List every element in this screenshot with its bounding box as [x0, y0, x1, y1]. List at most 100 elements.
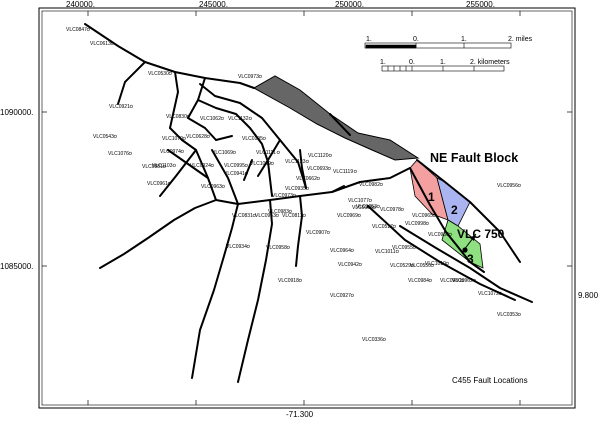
well-label-vlc0965: VLC0965 [412, 213, 433, 219]
well-label-vlc0958: VLC0958 [266, 245, 287, 251]
axis-left-label: 1090000. [0, 108, 33, 117]
well-label-vlc0529: VLC0529 [390, 263, 411, 269]
well-dot [167, 181, 171, 185]
well-label-vlc0517: VLC0517 [372, 224, 393, 230]
well-label-vlc0998: VLC0998 [405, 221, 426, 227]
map-caption: C455 Fault Locations [452, 376, 528, 385]
well-dot [258, 74, 262, 78]
well-label-vlc1123: VLC1123 [285, 159, 306, 165]
axis-bottom-label: -71.300 [286, 410, 314, 419]
well-label-vlc0927: VLC0927 [330, 293, 351, 299]
well-label-vlc0960: VLC0960 [428, 232, 449, 238]
well-dot [275, 213, 279, 217]
well-dot [400, 207, 404, 211]
well-dot [162, 164, 166, 168]
well-dot [246, 244, 250, 248]
well-label-vlc0847: VLC0847 [66, 27, 87, 33]
well-label-vlc0978: VLC0978 [380, 207, 401, 213]
well-label-vlc1132: VLC1132 [228, 116, 249, 122]
block-title: NE Fault Block [430, 151, 518, 165]
well-dot [392, 224, 396, 228]
scale-bar: 1. 0. 1. 2. miles 1. 0. 1. 2. kilometers [364, 36, 533, 72]
well-dot [353, 169, 357, 173]
well-label-vlc1072: VLC1072 [478, 291, 499, 297]
well-dot [410, 263, 414, 267]
scale-km-tick: 1. [440, 59, 446, 66]
well-label-vlc0543: VLC0543 [93, 134, 114, 140]
well-label-vlc0969: VLC0969 [337, 213, 358, 219]
well-label-vlc0963: VLC0963 [255, 213, 276, 219]
well-dot [292, 193, 296, 197]
well-label-vlc0812: VLC0812 [282, 213, 303, 219]
well-label-vlc0921: VLC0921 [109, 104, 130, 110]
scale-miles-tick: 1. [366, 36, 372, 43]
well-dot [432, 213, 436, 217]
well-label-vlc1111: VLC1111 [256, 150, 276, 156]
well-marker [462, 247, 468, 253]
axis-right-label: 9.800 [578, 291, 599, 300]
well-dot [298, 278, 302, 282]
well-dot [376, 204, 380, 208]
well-dot [186, 114, 190, 118]
scale-miles-tick: 1. [461, 36, 467, 43]
well-dot [128, 151, 132, 155]
well-dot [327, 166, 331, 170]
well-dot [86, 27, 90, 31]
well-dot [326, 230, 330, 234]
well-label-vlc0924: VLC0924 [190, 163, 211, 169]
well-dot [210, 163, 214, 167]
well-label-vlc0982: VLC0982 [359, 182, 380, 188]
well-label-vlc0961: VLC0961 [147, 181, 168, 187]
well-label-vlc1069: VLC1069 [212, 150, 233, 156]
well-dot [412, 245, 416, 249]
well-dot [498, 291, 502, 295]
well-dot [445, 261, 449, 265]
well-label-vlc0963: VLC0963 [201, 184, 222, 190]
well-dot [448, 232, 452, 236]
axis-ticks [42, 11, 572, 405]
well-label-vlc0831: VLC0831 [232, 213, 253, 219]
well-dot [395, 249, 399, 253]
axis-left-label: 1085000. [0, 262, 33, 271]
well-dot [350, 293, 354, 297]
well-dot [328, 153, 332, 157]
axis-top-label: 240000. [66, 0, 95, 9]
well-dot [206, 134, 210, 138]
well-dot [262, 136, 266, 140]
well-label-vlc1009: VLC1009 [250, 161, 271, 167]
well-label-vlc0984: VLC0984 [408, 278, 429, 284]
well-label-vlc0336: VLC0336 [362, 337, 383, 343]
well-dot [517, 183, 521, 187]
scale-km-tick: 2. kilometers [470, 59, 510, 66]
well-dot [379, 182, 383, 186]
well-label-vlc1077: VLC1077 [348, 198, 369, 204]
well-dot [180, 149, 184, 153]
well-dot [302, 213, 306, 217]
well-dot [358, 262, 362, 266]
well-dot [288, 209, 292, 213]
well-label-vlc0907: VLC0907 [306, 230, 327, 236]
well-label-vlc0881: VLC0881 [142, 164, 163, 170]
scale-km-tick: 1. [380, 59, 386, 66]
well-dot [129, 104, 133, 108]
well-dot [428, 278, 432, 282]
well-label-vlc1119: VLC1119 [333, 169, 353, 175]
well-label-vlc1120: VLC1120 [308, 153, 329, 159]
well-label-vlc0935: VLC0935 [285, 186, 306, 192]
well-dot [305, 186, 309, 190]
well-dot [168, 71, 172, 75]
well-label-vlc0918: VLC0918 [278, 278, 299, 284]
well-label-vlc1011: VLC1011 [375, 249, 396, 255]
well-dot [382, 337, 386, 341]
fault-zone-band [252, 75, 420, 161]
well-dot [286, 245, 290, 249]
well-label-vlc0530: VLC0530 [148, 71, 169, 77]
well-dot [220, 116, 224, 120]
well-label-vlc1010: VLC1010 [425, 261, 446, 267]
well-dot [172, 163, 176, 167]
axis-top-label: 245000. [199, 0, 228, 9]
well-label-vlc0955: VLC0955 [392, 245, 413, 251]
well-dot [357, 213, 361, 217]
well-label-vlc0662: VLC0662 [296, 176, 317, 182]
well-label-vlc0613: VLC0613 [90, 41, 111, 47]
